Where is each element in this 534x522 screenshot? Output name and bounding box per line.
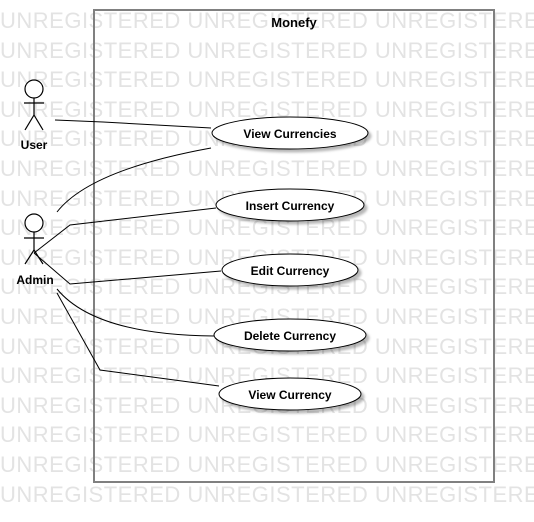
use-case-insert-currency-label: Insert Currency (246, 199, 335, 213)
system-title: Monefy (271, 15, 317, 30)
use-case-insert-currency[interactable]: Insert Currency (215, 188, 365, 222)
watermark-row: UNREGISTERED UNREGISTERED UNREGISTERED U… (0, 37, 534, 63)
watermark-row: UNREGISTERED UNREGISTERED UNREGISTERED U… (0, 481, 534, 507)
actor-admin[interactable]: Admin (16, 213, 54, 287)
association-admin-view-currencies[interactable] (56, 147, 212, 213)
association-admin-insert-currency[interactable] (33, 207, 217, 254)
actor-user[interactable]: User (21, 79, 48, 152)
association-admin-edit-currency[interactable] (33, 252, 222, 285)
association-admin-delete-currency[interactable] (56, 288, 215, 337)
system-boundary: Monefy (93, 9, 495, 483)
use-case-edit-currency-label: Edit Currency (251, 264, 330, 278)
watermark-row: UNREGISTERED UNREGISTERED UNREGISTERED U… (0, 8, 534, 33)
watermark-row: UNREGISTERED UNREGISTERED UNREGISTERED U… (0, 67, 534, 93)
use-case-view-currencies[interactable]: View Currencies (211, 116, 369, 150)
use-case-view-currency-label: View Currency (248, 388, 331, 402)
watermark-row: UNREGISTERED UNREGISTERED UNREGISTERED U… (0, 452, 534, 477)
use-case-delete-currency[interactable]: Delete Currency (213, 318, 367, 352)
watermark-row: UNREGISTERED UNREGISTERED UNREGISTERED U… (0, 422, 534, 448)
use-case-view-currencies-label: View Currencies (243, 127, 336, 141)
use-case-edit-currency[interactable]: Edit Currency (221, 253, 359, 287)
watermark-row: UNREGISTERED UNREGISTERED UNREGISTERED U… (0, 156, 534, 181)
use-case-delete-currency-label: Delete Currency (244, 329, 336, 343)
admin-stick-figure-icon (24, 213, 44, 265)
associations (33, 119, 222, 387)
actor-admin-label: Admin (16, 273, 53, 287)
association-user-view-currencies[interactable] (54, 119, 212, 129)
actor-user-label: User (21, 138, 48, 152)
association-admin-view-currency[interactable] (56, 292, 220, 387)
user-stick-figure-icon (24, 79, 44, 131)
use-case-view-currency[interactable]: View Currency (218, 377, 362, 411)
